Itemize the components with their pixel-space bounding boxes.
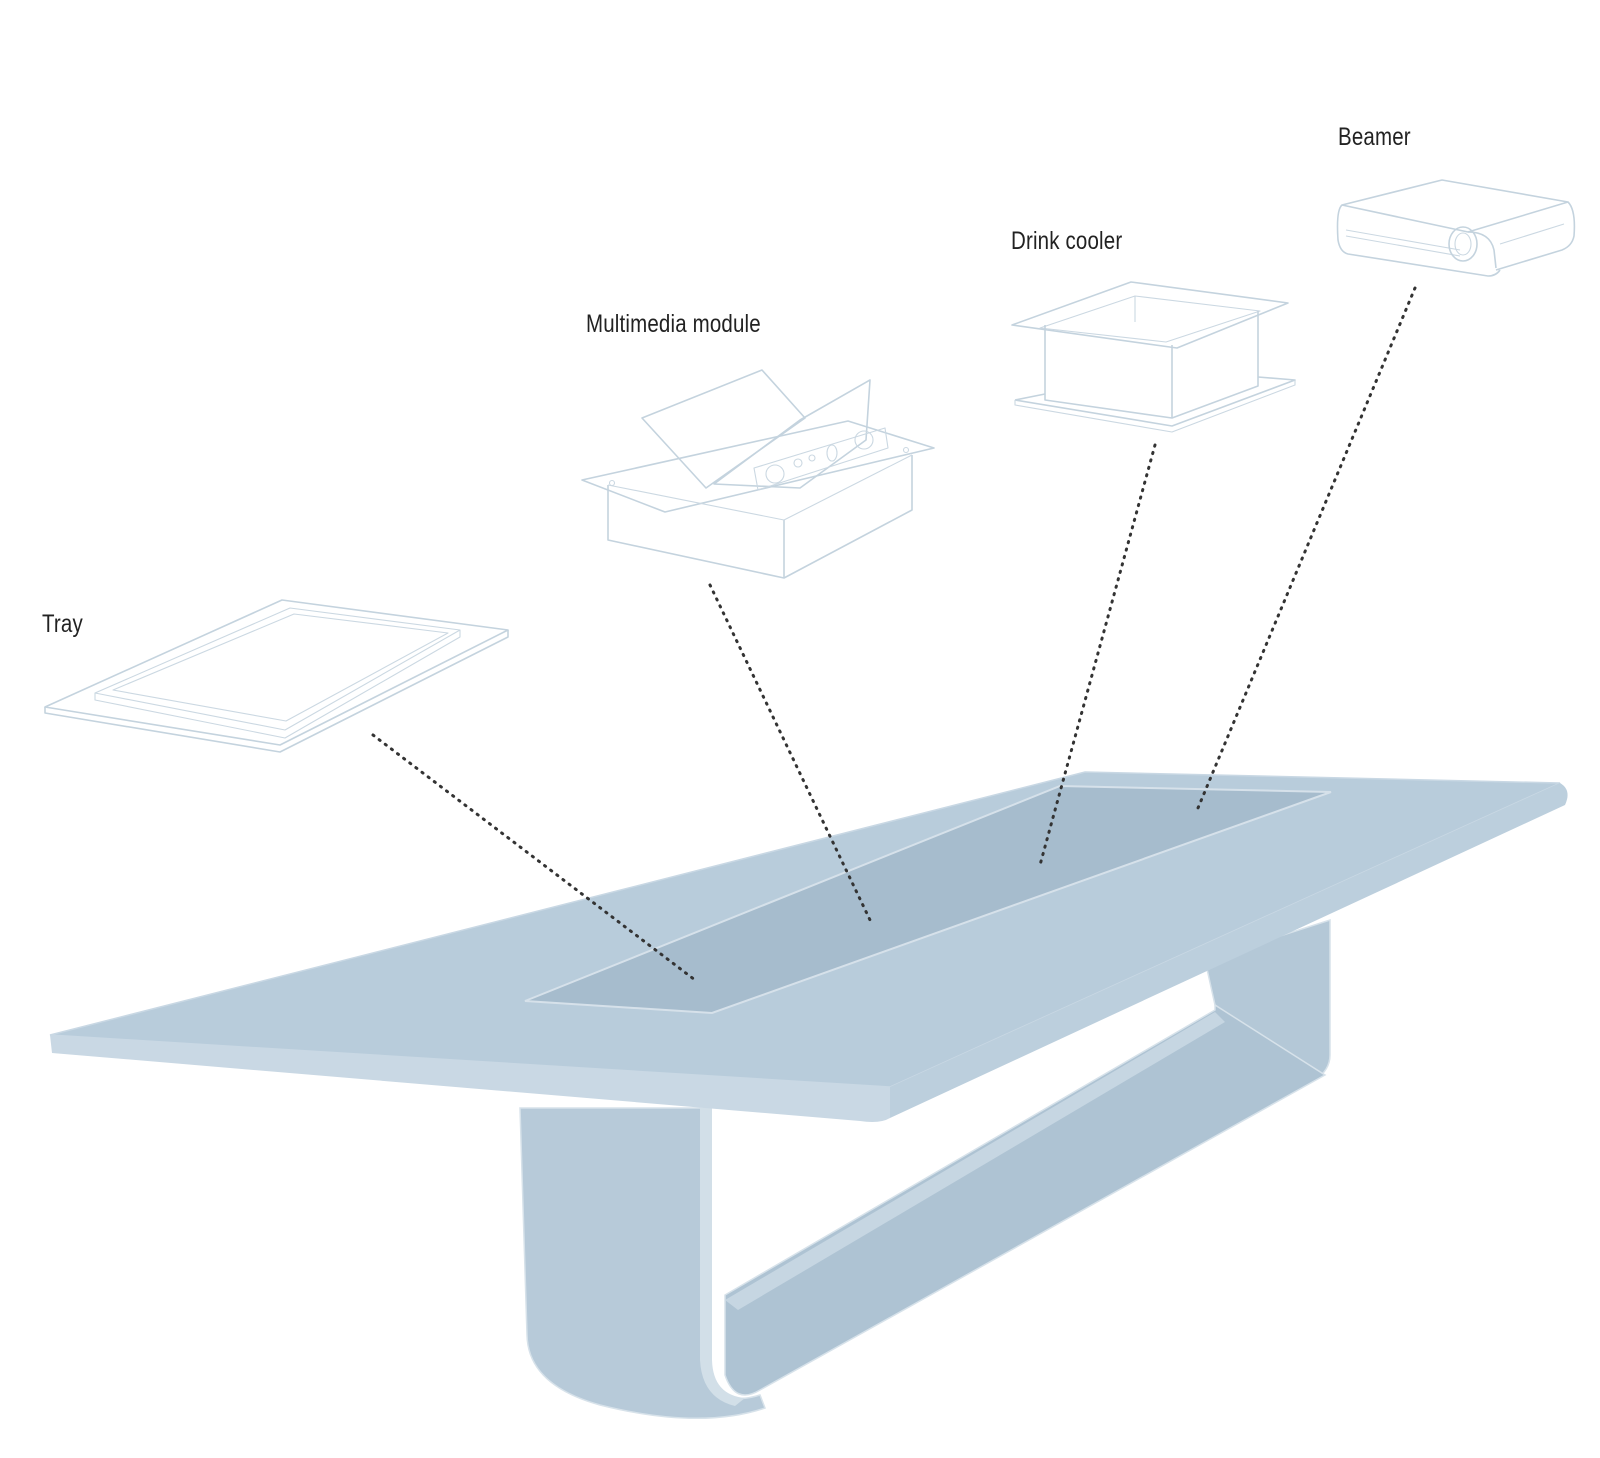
table-leg-frame	[519, 918, 1331, 1419]
multimedia-module-outline-icon	[581, 369, 935, 579]
tray-outline-icon	[44, 599, 509, 753]
drink-cooler-outline-icon	[1011, 281, 1296, 433]
beamer-label: Beamer	[1338, 123, 1411, 151]
drink-cooler-label: Drink cooler	[1011, 227, 1123, 255]
leader-line-tray	[371, 733, 697, 982]
table-top	[49, 771, 1568, 1122]
tray-label: Tray	[42, 610, 83, 638]
leader-line-beamer	[1196, 286, 1417, 810]
leader-line-multimedia	[708, 583, 872, 922]
multimedia-module-label: Multimedia module	[586, 310, 761, 338]
leader-lines	[371, 286, 1417, 982]
projector-outline-icon	[1336, 179, 1576, 277]
leader-line-cooler	[1038, 443, 1157, 867]
